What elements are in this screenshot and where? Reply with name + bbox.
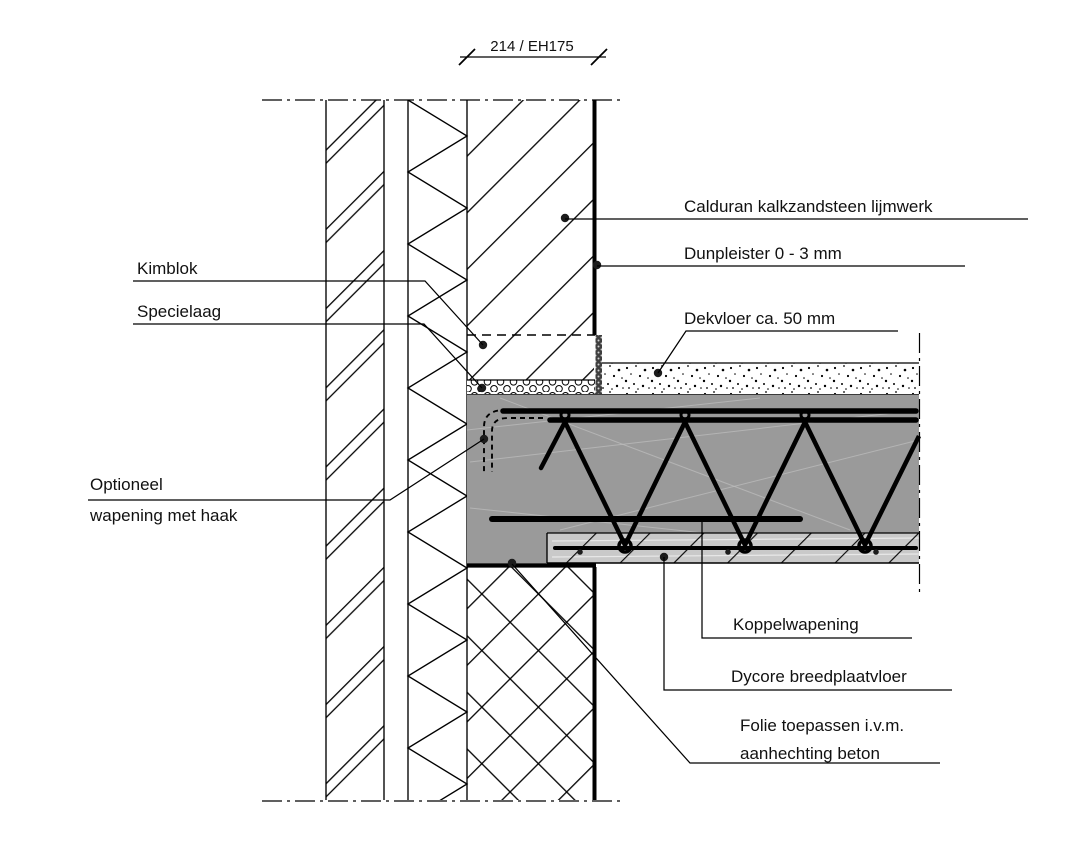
inner-leaf-above-floor <box>467 100 594 380</box>
girder-top-loop <box>799 409 811 421</box>
inner-leaf-below-floor-crosshatch <box>467 567 594 800</box>
optional-hook-bar-outer <box>483 409 543 472</box>
leader-line <box>88 438 485 501</box>
label-kimblok: Kimblok <box>137 259 198 278</box>
leader-line <box>511 563 940 764</box>
leader-dot <box>560 213 570 223</box>
label-optioneel-2: wapening met haak <box>89 506 238 525</box>
cross-bar-section <box>577 549 583 555</box>
cross-bar-section <box>873 549 879 555</box>
edge-strip <box>595 335 602 394</box>
label-folie-2: aanhechting beton <box>740 744 880 763</box>
annotation-specielaag: Specielaag <box>133 302 487 393</box>
label-folie-1: Folie toepassen i.v.m. <box>740 716 904 735</box>
leader-line <box>701 522 912 639</box>
outer-masonry-leaf <box>326 100 384 800</box>
label-dunpleister: Dunpleister 0 - 3 mm <box>684 244 842 263</box>
label-optioneel-1: Optioneel <box>90 475 163 494</box>
label-calduran: Calduran kalkzandsteen lijmwerk <box>684 197 933 216</box>
girder-top-loop <box>559 409 571 421</box>
annotation-koppelwapening: Koppelwapening <box>701 522 912 639</box>
leader-dot <box>592 260 602 270</box>
lattice-girder-diagonals <box>562 419 922 548</box>
annotation-dekvloer: Dekvloer ca. 50 mm <box>653 309 898 378</box>
leader-line <box>133 323 483 389</box>
dimension-tick-left <box>458 48 476 66</box>
annotation-optioneel-wapening: Optioneel wapening met haak <box>88 434 489 525</box>
screed-layer <box>601 363 919 394</box>
leader-line <box>663 557 952 691</box>
annotation-folie: Folie toepassen i.v.m. aanhechting beton <box>507 558 940 764</box>
reinforcement <box>483 408 922 555</box>
leader-line <box>657 330 898 374</box>
label-dekvloer: Dekvloer ca. 50 mm <box>684 309 835 328</box>
optional-hook-bar-inner <box>491 417 543 472</box>
label-dycore: Dycore breedplaatvloer <box>731 667 907 686</box>
dimension-tick-right <box>590 48 608 66</box>
label-specielaag: Specielaag <box>137 302 221 321</box>
cross-bar-section <box>725 549 731 555</box>
lattice-girder-cut-diagonal <box>538 419 568 471</box>
annotation-calduran: Calduran kalkzandsteen lijmwerk <box>560 197 1028 223</box>
leader-line <box>133 280 484 346</box>
annotation-dycore: Dycore breedplaatvloer <box>659 552 952 691</box>
annotation-kimblok: Kimblok <box>133 259 488 350</box>
girder-top-loop <box>679 409 691 421</box>
label-koppelwapening: Koppelwapening <box>733 615 859 634</box>
dimension-text: 214 / EH175 <box>490 38 573 55</box>
wall-section <box>262 99 625 802</box>
dimension-wall-thickness: 214 / EH175 <box>458 38 608 66</box>
specielaag-band <box>467 380 595 394</box>
leader-dot <box>507 558 517 568</box>
annotation-dunpleister: Dunpleister 0 - 3 mm <box>592 244 965 270</box>
cavity-insulation <box>406 100 469 800</box>
